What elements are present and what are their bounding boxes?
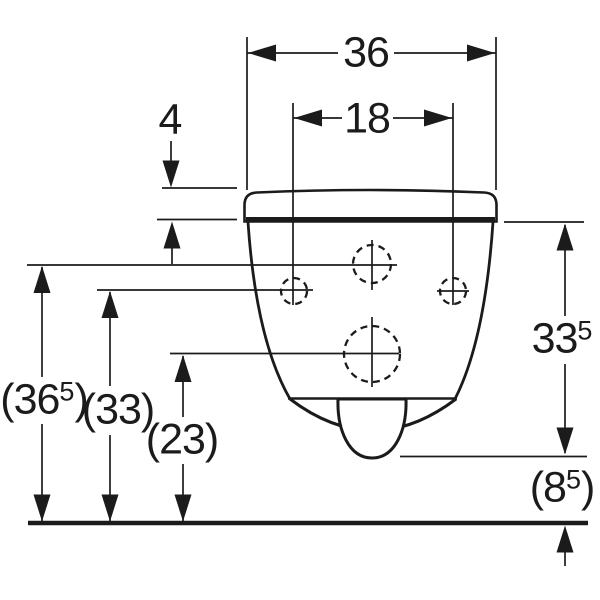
seat-rim xyxy=(243,188,498,223)
paren-close: ) xyxy=(140,385,155,434)
dim-superscript: 5 xyxy=(577,315,593,346)
hole-crosshairs xyxy=(371,240,469,387)
paren-open: ( xyxy=(145,415,160,464)
dim-rim-thickness-label: 4 xyxy=(158,95,183,144)
dim-outlet-height-label: (85) xyxy=(529,463,596,512)
dim-low-height-label: (23) xyxy=(145,415,220,464)
dim-value: 33 xyxy=(531,314,579,363)
dim-rim-floor-height-label: 335 xyxy=(531,314,593,363)
dim-superscript: 5 xyxy=(565,464,581,495)
arrow-up-icon xyxy=(174,355,192,382)
dim-outlet-height xyxy=(400,455,587,566)
dim-total-width xyxy=(246,37,497,190)
fixing-hole-left xyxy=(279,276,309,306)
left-extension-lines xyxy=(27,264,399,355)
dim-value: 36 xyxy=(13,375,61,424)
arrow-up-icon xyxy=(101,291,119,318)
dim-mid-height-label: (33) xyxy=(81,385,156,434)
dim-value: 36 xyxy=(343,28,390,77)
paren-open: ( xyxy=(0,375,14,424)
dim-total-width-label: 36 xyxy=(343,28,390,77)
dim-rim-thickness xyxy=(157,141,237,264)
outlet-u-tube xyxy=(336,397,408,460)
dim-value: 18 xyxy=(344,94,391,143)
dim-top-height-label: (365) xyxy=(0,375,89,424)
dim-top-height xyxy=(33,266,51,522)
arrow-up-icon xyxy=(556,525,574,553)
arrow-up-icon xyxy=(163,221,181,249)
bowl-left-side xyxy=(246,221,292,400)
dim-low-height xyxy=(174,355,192,522)
arrow-up-icon xyxy=(33,266,51,293)
dim-rim-floor-height xyxy=(504,221,584,455)
toilet-body xyxy=(243,188,498,460)
bowl-right-side xyxy=(453,221,495,400)
dim-mid-height xyxy=(101,291,119,522)
arrow-down-icon xyxy=(174,494,192,522)
paren-open: ( xyxy=(81,385,96,434)
dim-fixing-width xyxy=(292,103,454,305)
dim-value: 33 xyxy=(95,385,142,434)
dim-value: 4 xyxy=(158,95,183,144)
paren-close: ) xyxy=(74,375,88,424)
arrow-down-icon xyxy=(33,494,51,522)
arrow-down-icon xyxy=(162,160,180,188)
dim-superscript: 5 xyxy=(59,376,75,407)
arrow-left-icon xyxy=(294,109,322,127)
dim-fixing-width-label: 18 xyxy=(344,94,391,143)
arrow-down-icon xyxy=(556,427,574,455)
arrow-down-icon xyxy=(101,494,119,522)
dimension-lines xyxy=(27,37,588,566)
paren-open: ( xyxy=(529,463,544,512)
arrow-left-icon xyxy=(248,44,276,62)
paren-close: ) xyxy=(204,415,219,464)
arrow-right-icon xyxy=(467,44,495,62)
dim-value: 23 xyxy=(159,415,206,464)
arrow-up-icon xyxy=(556,223,574,251)
paren-close: ) xyxy=(580,463,595,512)
dim-value: 8 xyxy=(543,463,567,512)
arrow-right-icon xyxy=(424,109,452,127)
